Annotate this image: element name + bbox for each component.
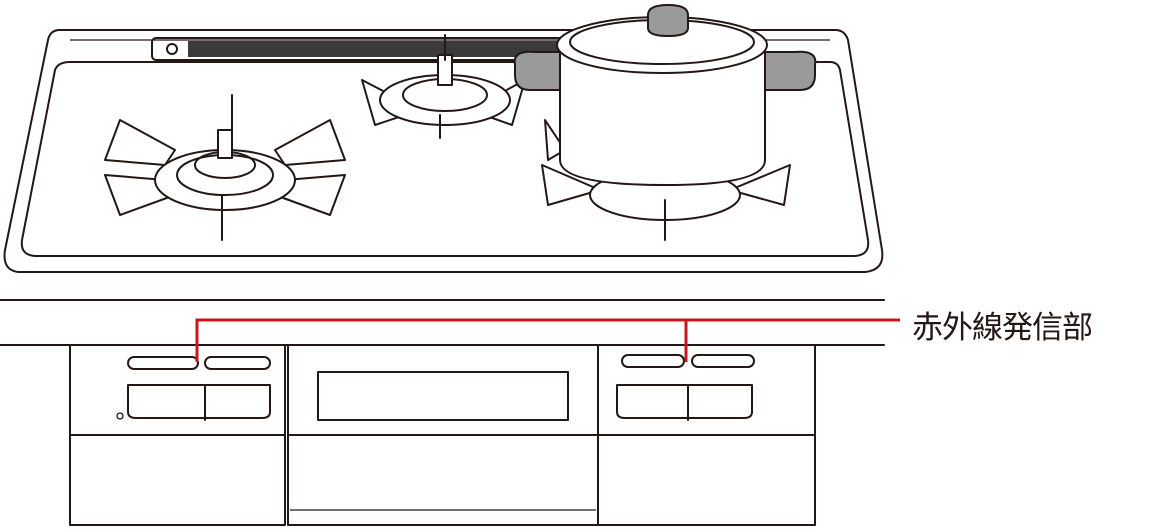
cabinet-front (69, 344, 816, 526)
pot (513, 3, 817, 186)
infrared-transmitter-label: 赤外線発信部 (912, 310, 1093, 346)
center-burner (361, 34, 526, 139)
infrared-transmitter-callout (195, 318, 900, 362)
left-burner (104, 94, 346, 241)
right-control-panel (616, 354, 755, 421)
vent-grill (151, 37, 573, 61)
countertop (0, 299, 885, 346)
left-control-panel (127, 356, 271, 421)
